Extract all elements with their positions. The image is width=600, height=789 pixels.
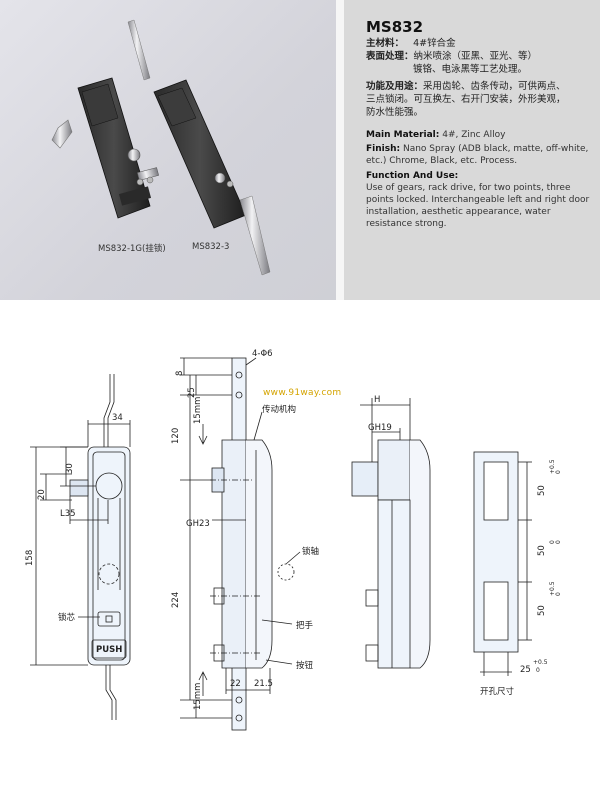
en-finish-value: Nano Spray (ADB black, matte, off-white,… (366, 144, 589, 166)
side-view-labels: 4-Φ6 8 25 15mm 120 GH23 224 15mm 22 21.5… (171, 349, 319, 710)
panel-divider (336, 0, 344, 300)
dim-4-phi6: 4-Φ6 (252, 349, 273, 359)
label-button: 按钮 (296, 660, 314, 671)
dim-30: 30 (65, 463, 75, 474)
tol-25-plus: +0.5 (533, 659, 548, 666)
en-material-value: 4#, Zinc Alloy (442, 130, 506, 140)
dim-224: 224 (171, 592, 181, 608)
dim-50-middle: 50 (537, 545, 547, 556)
cn-finish-line1: 纳米喷涂（亚黑、亚光、等） (413, 51, 538, 62)
spec-panel: MS832 主材料： 4#锌合金 表面处理：纳米喷涂（亚黑、亚光、等） 镀铬、电… (344, 0, 600, 300)
cn-finish-line2: 镀铬、电泳黑等工艺处理。 (413, 64, 528, 75)
technical-drawing: 34 30 20 L35 158 锁芯 PUSH 4-Φ6 8 25 15mm … (25, 349, 562, 731)
label-lock-core: 锁芯 (58, 612, 76, 623)
en-material-label: Main Material: (366, 130, 440, 140)
en-function-label: Function And Use: (366, 171, 459, 181)
dim-50-bottom: 50 (537, 605, 547, 616)
en-function-heading: Function And Use: (366, 170, 598, 182)
cn-finish-label: 表面处理： (366, 51, 414, 62)
dim-20: 20 (37, 489, 47, 500)
dim-22: 22 (230, 679, 241, 689)
watermark: www.91way.com (263, 388, 342, 398)
en-finish: Finish: Nano Spray (ADB black, matte, of… (366, 143, 598, 167)
tol-bottom-plus: +0.5 (549, 581, 556, 596)
dim-gh23: GH23 (186, 519, 210, 529)
dim-l35: L35 (60, 509, 76, 519)
side-view (180, 357, 301, 731)
dim-15mm-top: 15mm (193, 397, 203, 424)
label-cutout-size: 开孔尺寸 (480, 686, 515, 697)
dim-h: H (374, 395, 380, 405)
label-mechanism: 传动机构 (262, 404, 296, 415)
cn-function-line1: 采用齿轮、齿条传动，可供两点、 (423, 81, 566, 92)
tol-bottom-zero: 0 (555, 592, 562, 596)
tol-middle-zero: 0 (555, 540, 562, 544)
dim-25: 25 (520, 665, 531, 675)
lock-photo-ms832-1g (51, 77, 160, 219)
photo-caption-ms832-1g: MS832-1G(挂锁) (98, 244, 166, 254)
label-shaft: 锁轴 (302, 546, 319, 557)
section-view (351, 398, 431, 669)
cutout-view (473, 451, 532, 676)
dim-34: 34 (112, 413, 123, 423)
en-function-value: Use of gears, rack drive, for two points… (366, 183, 590, 229)
label-handle: 把手 (296, 620, 314, 631)
dim-50-top: 50 (537, 485, 547, 496)
product-photo (51, 19, 271, 276)
front-view (30, 374, 131, 720)
lock-photo-ms832-3 (127, 19, 271, 276)
cn-finish: 表面处理：纳米喷涂（亚黑、亚光、等） (366, 50, 537, 63)
tol-top-zero: 0 (555, 470, 562, 474)
cn-function-line3: 防水性能强。 (366, 107, 424, 118)
cn-function-label: 功能及用途： (366, 81, 424, 92)
tol-25-zero: 0 (536, 667, 540, 674)
cutout-view-labels: 50 +0.5 0 50 0 0 50 +0.5 0 25 +0.5 0 开孔尺… (480, 459, 562, 697)
dim-21-5: 21.5 (254, 679, 273, 689)
cn-material-value: 4#锌合金 (413, 38, 456, 49)
dim-158: 158 (25, 550, 35, 566)
dim-8: 8 (175, 371, 185, 376)
dim-25: 25 (187, 387, 197, 398)
cn-function: 功能及用途：采用齿轮、齿条传动，可供两点、 (366, 80, 566, 93)
cn-material-label: 主材料： (366, 38, 405, 49)
product-photo-panel: MS832-1G(挂锁) MS832-3 (0, 0, 336, 300)
cn-material: 主材料： 4#锌合金 (366, 37, 456, 50)
en-finish-label: Finish: (366, 144, 401, 154)
photo-caption-ms832-3: MS832-3 (192, 242, 230, 252)
section-view-labels: H GH19 (368, 395, 392, 433)
tol-top-plus: +0.5 (549, 459, 556, 474)
front-view-labels: 34 30 20 L35 158 锁芯 PUSH (25, 413, 123, 655)
tol-middle-plus: 0 (549, 540, 556, 544)
dim-120: 120 (171, 428, 181, 444)
en-material: Main Material: 4#, Zinc Alloy (366, 129, 598, 141)
label-push: PUSH (96, 645, 122, 655)
model-title: MS832 (366, 18, 424, 36)
dim-gh19: GH19 (368, 423, 392, 433)
dim-15mm-bottom: 15mm (193, 683, 203, 710)
cn-function-line2: 三点锁闭。可互换左、右开门安装，外形美观， (366, 94, 566, 105)
